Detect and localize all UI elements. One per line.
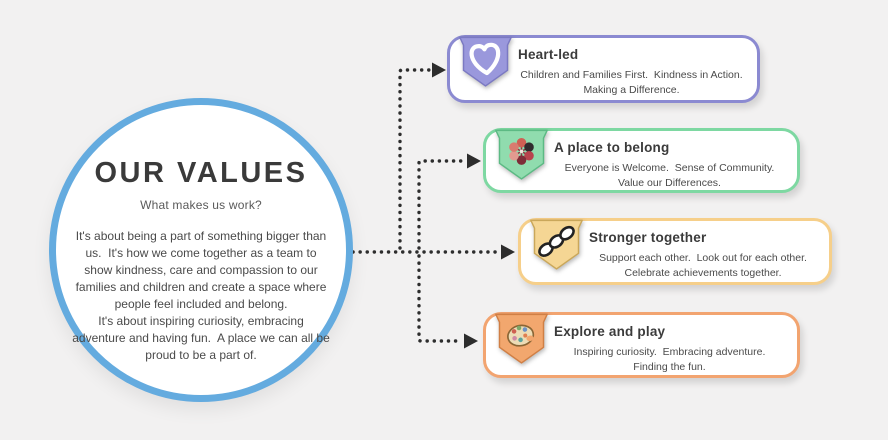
arrow-heart-led [432,62,446,78]
belong-badge [494,127,549,185]
values-circle: OUR VALUES What makes us work? It's abou… [49,98,353,402]
heart-badge [458,34,513,92]
arrow-place-to-belong [467,153,481,169]
card-title: Heart-led [518,47,579,62]
flower-icon [509,137,534,165]
palette-icon [507,324,535,347]
value-card-heart-led: Heart-led Children and Families First. K… [447,35,760,103]
card-body: Inspiring curiosity. Embracing adventure… [573,346,772,374]
card-body: Children and Families First. Kindness in… [520,69,749,97]
card-title: Stronger together [589,230,707,245]
circle-paragraph-1: It's about being a part of something big… [75,229,330,312]
value-card-place-to-belong: A place to belong Everyone is Welcome. S… [483,128,800,193]
arrow-explore-play [464,333,478,349]
card-title: A place to belong [554,140,670,155]
card-title: Explore and play [554,324,666,339]
value-card-explore-and-play: Explore and play Inspiring curiosity. Em… [483,312,800,378]
circle-paragraph-2: It's about inspiring curiosity, embracin… [72,314,334,363]
connector-heart-led [398,68,431,250]
stronger-badge [529,217,584,275]
card-body: Support each other. Look out for each ot… [599,252,813,280]
heart-icon [469,42,501,76]
connector-place-to-belong [417,159,466,250]
arrow-stronger-together [501,244,515,260]
card-body: Everyone is Welcome. Sense of Community.… [564,162,781,190]
value-card-stronger-together: Stronger together Support each other. Lo… [518,218,832,285]
explore-badge [494,311,549,369]
chain-icon [538,225,575,257]
circle-subtitle: What makes us work? [140,198,262,212]
page-title: OUR VALUES [94,157,308,189]
connector-explore-play [417,254,463,343]
